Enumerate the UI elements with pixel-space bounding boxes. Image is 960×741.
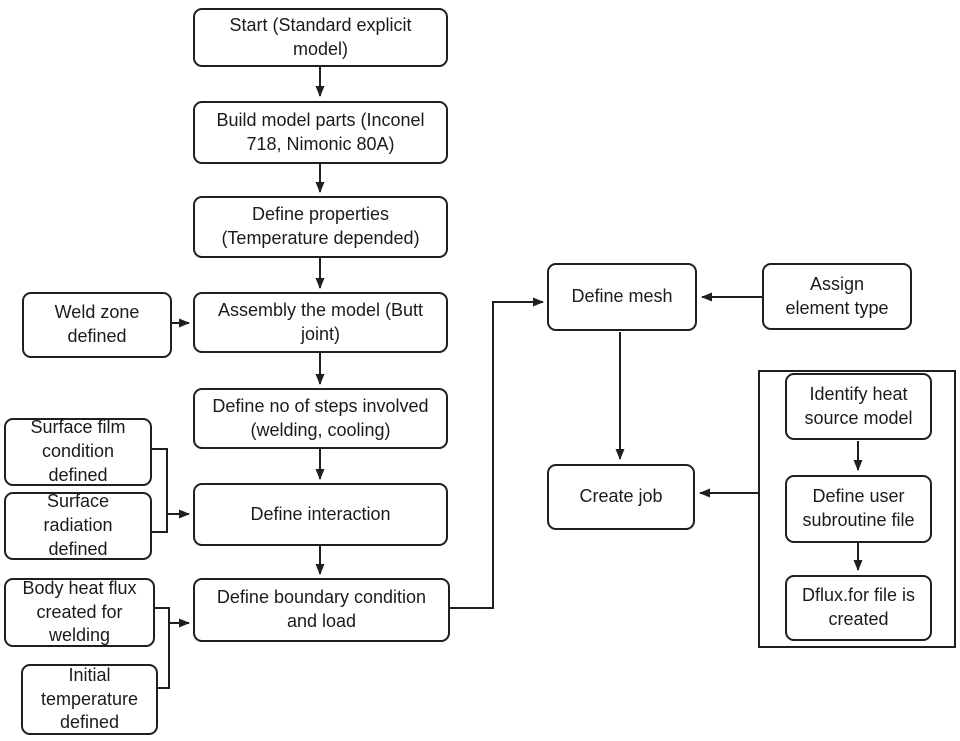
node-dflux-created: Dflux.for file is created xyxy=(785,575,932,641)
node-body-heat-flux: Body heat flux created for welding xyxy=(4,578,155,647)
node-start: Start (Standard explicit model) xyxy=(193,8,448,67)
node-surface-film: Surface film condition defined xyxy=(4,417,152,486)
node-define-mesh: Define mesh xyxy=(547,263,697,331)
heat-source-group-frame xyxy=(758,370,956,648)
node-define-interaction: Define interaction xyxy=(193,483,448,546)
node-surface-radiation: Surface radiation defined xyxy=(4,491,152,560)
node-assembly: Assembly the model (Butt joint) xyxy=(193,292,448,353)
node-define-boundary: Define boundary condition and load xyxy=(193,578,450,642)
node-initial-temperature: Initial temperature defined xyxy=(21,664,158,735)
node-define-subroutine: Define user subroutine file xyxy=(785,475,932,543)
node-assign-element-type: Assign element type xyxy=(762,263,912,330)
node-define-properties: Define properties (Temperature depended) xyxy=(193,196,448,258)
node-define-steps: Define no of steps involved (welding, co… xyxy=(193,388,448,449)
node-weld-zone: Weld zone defined xyxy=(22,292,172,358)
node-identify-heat-source: Identify heat source model xyxy=(785,373,932,440)
bracket-surface-pair xyxy=(152,448,168,533)
node-build-parts: Build model parts (Inconel 718, Nimonic … xyxy=(193,101,448,164)
arrow-boundary-to-mesh xyxy=(450,297,544,609)
node-create-job: Create job xyxy=(547,464,695,530)
